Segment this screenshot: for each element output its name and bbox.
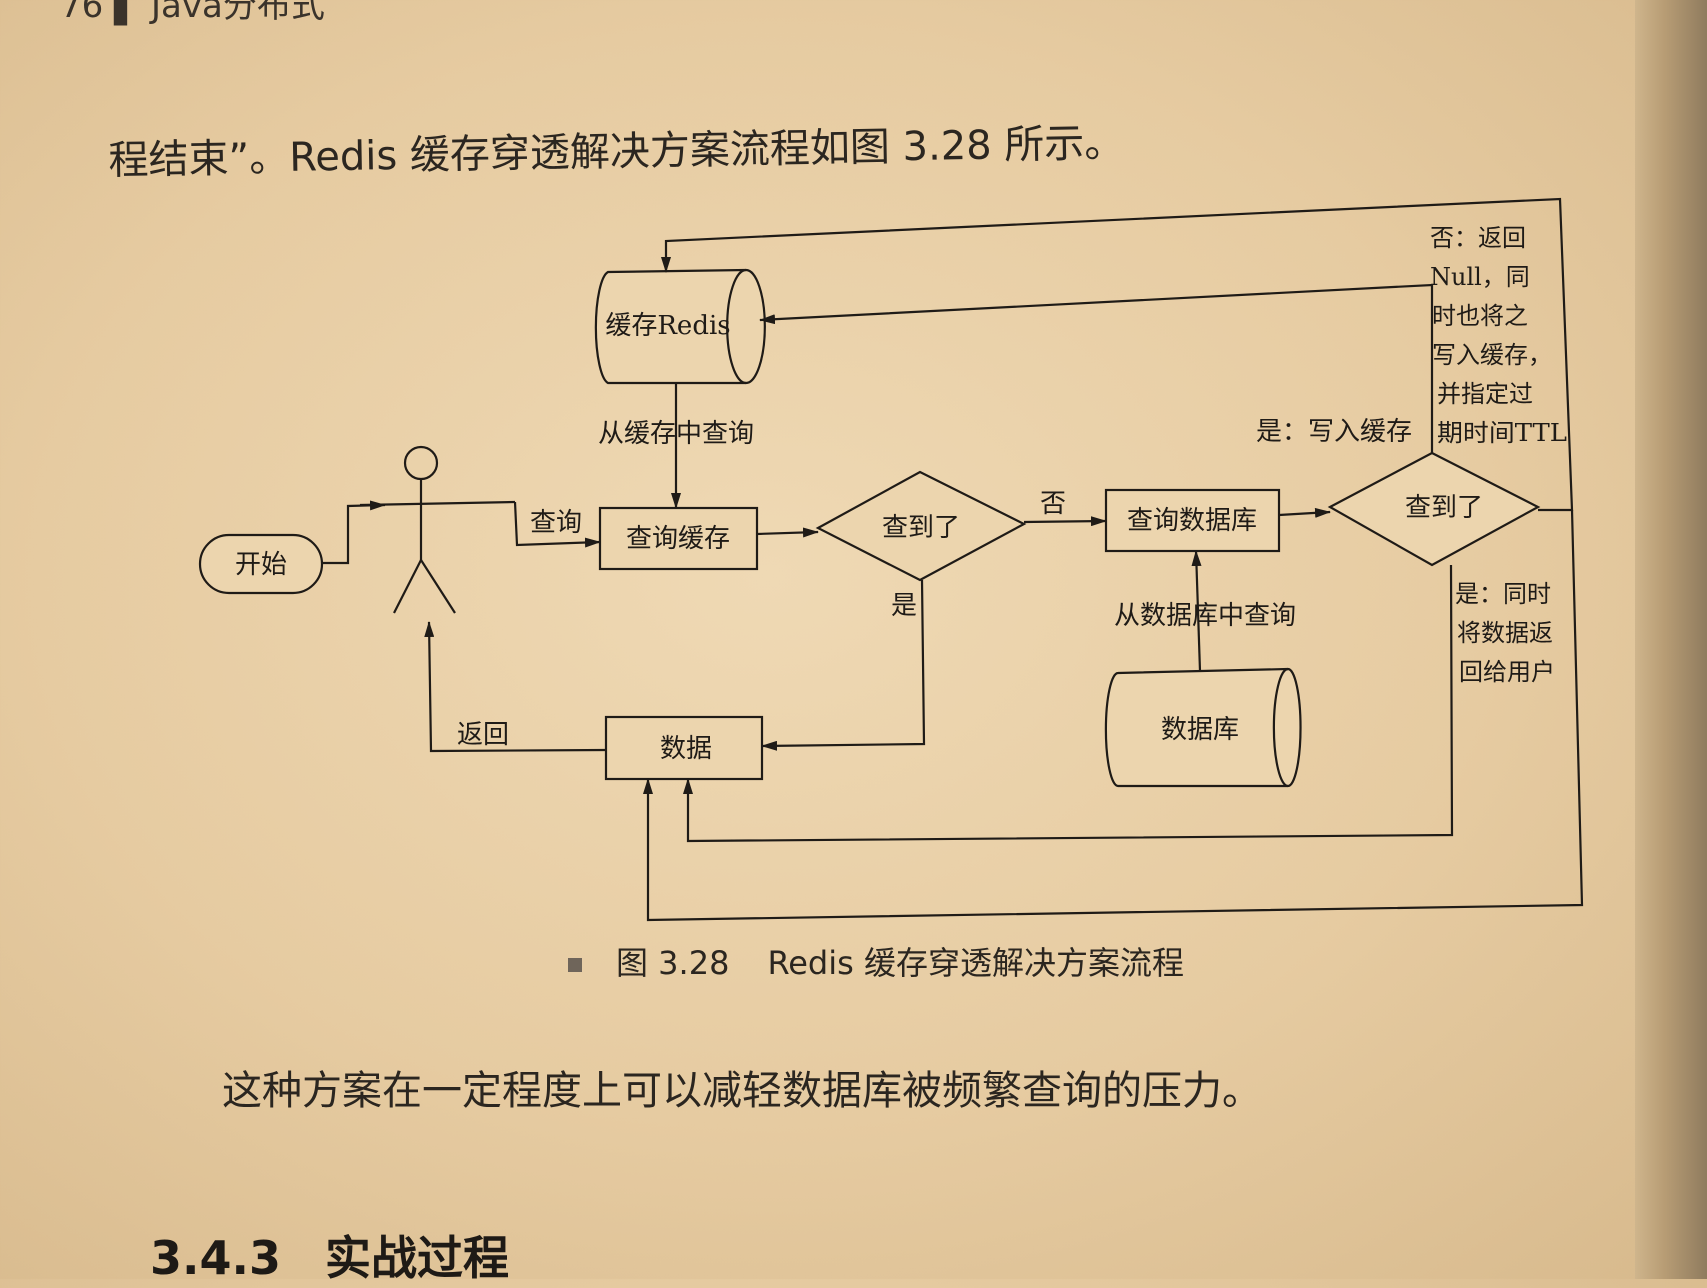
no-null-line: 期时间TTL xyxy=(1437,419,1567,447)
found-2-label: 查到了 xyxy=(1405,493,1483,523)
no-null-line: 并指定过 xyxy=(1437,380,1533,408)
edge-no xyxy=(1023,516,1107,527)
figure-number: 图 3.28 xyxy=(616,944,730,982)
edge-label-from-cache: 从缓存中查询 xyxy=(598,419,754,449)
edge-label-no-null: 否：返回 Null，同 时也将之 写入缓存， 并指定过 期时间TTL xyxy=(1430,224,1567,447)
body-paragraph: 这种方案在一定程度上可以减轻数据库被频繁查询的压力。 xyxy=(222,1068,1262,1114)
cache-redis-cylinder xyxy=(594,268,766,385)
start-label: 开始 xyxy=(235,550,287,580)
edge-label-query: 查询 xyxy=(530,508,582,538)
no-null-line: 写入缓存， xyxy=(1432,341,1552,369)
cache-label: 缓存Redis xyxy=(605,311,730,341)
figure-title: Redis 缓存穿透解决方案流程 xyxy=(767,944,1184,982)
query-cache-label: 查询缓存 xyxy=(626,524,730,554)
edge-label-yes: 是 xyxy=(891,591,917,621)
edge-no-null xyxy=(759,283,1434,453)
section-number: 3.4.3 xyxy=(150,1231,281,1285)
edge-yes-return-inner xyxy=(683,564,1454,843)
edge-query xyxy=(513,501,601,548)
user-head xyxy=(403,445,439,481)
found-decision-2 xyxy=(1327,451,1541,567)
edge-yes-write xyxy=(661,197,1574,512)
edge-return xyxy=(424,621,607,753)
no-null-line: 时也将之 xyxy=(1432,302,1528,330)
found-decision-1 xyxy=(815,470,1027,582)
data-label: 数据 xyxy=(660,734,712,764)
running-header: 76 ▌ Java分布式 xyxy=(60,0,325,26)
edge-start-user xyxy=(322,500,386,565)
section-title: 实战过程 xyxy=(324,1231,509,1285)
edge-label-return: 返回 xyxy=(457,720,509,750)
caption-bullet-icon xyxy=(568,958,582,972)
yes-return-line: 回给用户 xyxy=(1459,658,1555,686)
edge-label-yes-write: 是：写入缓存 xyxy=(1256,417,1412,447)
edge-from-db xyxy=(1191,550,1202,672)
edge-yes xyxy=(761,579,926,751)
edge-label-from-db: 从数据库中查询 xyxy=(1114,601,1296,631)
edge-label-yes-return: 是：同时 将数据返 回给用户 xyxy=(1455,580,1555,686)
edge-label-no: 否 xyxy=(1040,489,1066,519)
database-label: 数据库 xyxy=(1161,715,1239,745)
no-null-line: Null，同 xyxy=(1430,263,1530,291)
found-1-label: 查到了 xyxy=(882,513,960,543)
edge-qdb-d2 xyxy=(1278,507,1331,518)
yes-return-line: 是：同时 xyxy=(1455,580,1551,608)
no-null-line: 否：返回 xyxy=(1430,224,1526,252)
figure-caption: 图 3.28 Redis 缓存穿透解决方案流程 xyxy=(568,938,1184,984)
yes-return-line: 将数据返 xyxy=(1457,619,1553,647)
query-db-label: 查询数据库 xyxy=(1127,506,1257,536)
page-edge-shadow xyxy=(1635,0,1707,1279)
section-heading: 3.4.3 实战过程 xyxy=(150,1222,509,1288)
edge-qc-d1 xyxy=(756,527,819,538)
edge-outer-return xyxy=(643,509,1584,922)
